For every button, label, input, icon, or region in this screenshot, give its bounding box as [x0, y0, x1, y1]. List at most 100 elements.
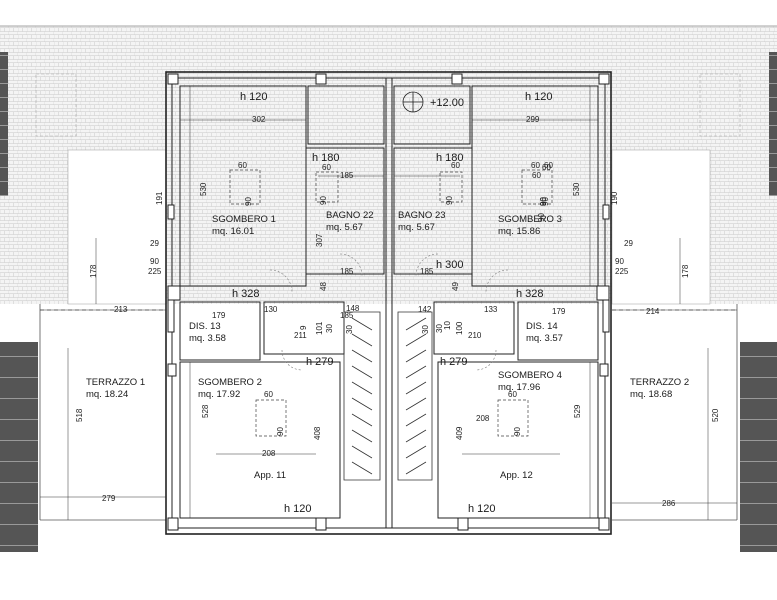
dimension-value: 185 [340, 311, 354, 320]
room-name: SGOMBERO 3 [498, 214, 562, 225]
dimension-value: 530 [572, 182, 581, 196]
dimension-value: 210 [468, 331, 482, 340]
dimension-value: 279 [102, 494, 116, 503]
ceiling-height: h 328 [516, 288, 544, 300]
ceiling-height: h 120 [525, 91, 553, 103]
room-name: SGOMBERO 4 [498, 370, 562, 381]
ceiling-height: h 328 [232, 288, 260, 300]
dimension-value: 213 [114, 305, 128, 314]
dimension-value: 185 [420, 267, 434, 276]
room-name: SGOMBERO 1 [212, 214, 276, 225]
room-name: BAGNO 23 [398, 210, 446, 221]
ceiling-height: h 279 [306, 356, 334, 368]
dimension-value: 185 [340, 171, 354, 180]
ceiling-height: h 300 [436, 259, 464, 271]
dimension-value: 529 [573, 404, 582, 418]
dimension-value: 520 [711, 408, 720, 422]
dimension-value: 190 [610, 191, 619, 205]
dimension-value: 90 [615, 257, 624, 266]
ceiling-height: h 120 [240, 91, 268, 103]
skylight-markers [229, 169, 553, 437]
dimension-value: 100 [455, 321, 464, 335]
dimension-value: 178 [681, 264, 690, 278]
room-area: mq. 3.58 [189, 333, 226, 344]
dimension-value: 60 [544, 161, 553, 170]
ceiling-height: h 180 [312, 152, 340, 164]
dimension-value: 9 [299, 325, 308, 330]
dimension-value: 302 [252, 115, 266, 124]
dimension-value: 225 [148, 267, 162, 276]
dimension-value: 299 [526, 115, 540, 124]
dimension-value: 130 [264, 305, 278, 314]
room-area: mq. 18.24 [86, 389, 128, 400]
room-area: mq. 5.67 [326, 222, 363, 233]
dimension-value: 208 [262, 449, 276, 458]
dimension-value: 214 [646, 307, 660, 316]
elevation-marker [402, 91, 424, 113]
room-area: mq. 18.68 [630, 389, 672, 400]
dimension-value: 179 [212, 311, 226, 320]
room-area: mq. 15.86 [498, 226, 540, 237]
ceiling-height: h 180 [436, 152, 464, 164]
dimension-value: 60 [531, 161, 540, 170]
dimension-value: 101 [315, 321, 324, 335]
dimension-value: 178 [89, 264, 98, 278]
dimension-value: 49 [451, 282, 460, 291]
room-area: mq. 3.57 [526, 333, 563, 344]
side-blocks [0, 52, 777, 552]
dimension-value: 90 [319, 196, 328, 205]
dimension-value: 29 [150, 239, 159, 248]
dimension-value: 211 [294, 331, 307, 340]
dimension-value: 191 [155, 191, 164, 205]
room-area: mq. 17.92 [198, 389, 240, 400]
dimension-value: 90 [537, 213, 546, 222]
dimension-value: 530 [199, 182, 208, 196]
room-name: TERRAZZO 1 [86, 377, 145, 388]
dimension-value: 286 [662, 499, 676, 508]
dimension-value: 60 [542, 163, 551, 172]
dimension-value: 208 [476, 414, 490, 423]
ceiling-height: h 120 [284, 503, 312, 515]
dimension-value: 518 [75, 408, 84, 422]
dimension-value: 90 [445, 196, 454, 205]
dimension-value: 90 [541, 197, 550, 206]
dimension-value: 60 [508, 390, 517, 399]
dimension-value: 307 [315, 233, 324, 247]
elevation-value: +12.00 [430, 97, 464, 109]
dimension-value: 90 [513, 427, 522, 436]
room-name: DIS. 14 [526, 321, 558, 332]
dimension-value: 48 [319, 282, 328, 291]
dimension-value: 90 [244, 197, 253, 206]
dimension-value: 60 [322, 163, 331, 172]
dimension-value: 29 [624, 239, 633, 248]
dimension-value: 90 [539, 197, 548, 206]
dimension-value: 528 [201, 404, 210, 418]
dimension-value: 30 [325, 324, 334, 333]
roof-tiles [0, 25, 777, 305]
apartment-label: App. 12 [500, 470, 533, 481]
room-area: mq. 16.01 [212, 226, 254, 237]
dimension-value: 30 [435, 324, 444, 333]
ceiling-height: h 120 [468, 503, 496, 515]
stairs [343, 311, 433, 481]
dimension-value: 30 [421, 325, 430, 334]
dimension-value: 60 [264, 390, 273, 399]
room-area: mq. 5.67 [398, 222, 435, 233]
room-name: DIS. 13 [189, 321, 221, 332]
room-name: BAGNO 22 [326, 210, 374, 221]
apartment-label: App. 11 [254, 470, 286, 481]
room-name: SGOMBERO 2 [198, 377, 262, 388]
dimension-value: 142 [418, 305, 432, 314]
dimension-value: 185 [340, 267, 354, 276]
dimension-value: 90 [276, 427, 285, 436]
door-swings [269, 253, 509, 371]
dimension-value: 133 [484, 305, 498, 314]
dimension-value: 408 [313, 426, 322, 440]
dimension-value: 148 [346, 304, 360, 313]
dimension-value: 30 [345, 325, 354, 334]
dimension-value: 60 [451, 161, 460, 170]
dimension-value: 90 [539, 197, 548, 206]
ceiling-height: h 279 [440, 356, 468, 368]
